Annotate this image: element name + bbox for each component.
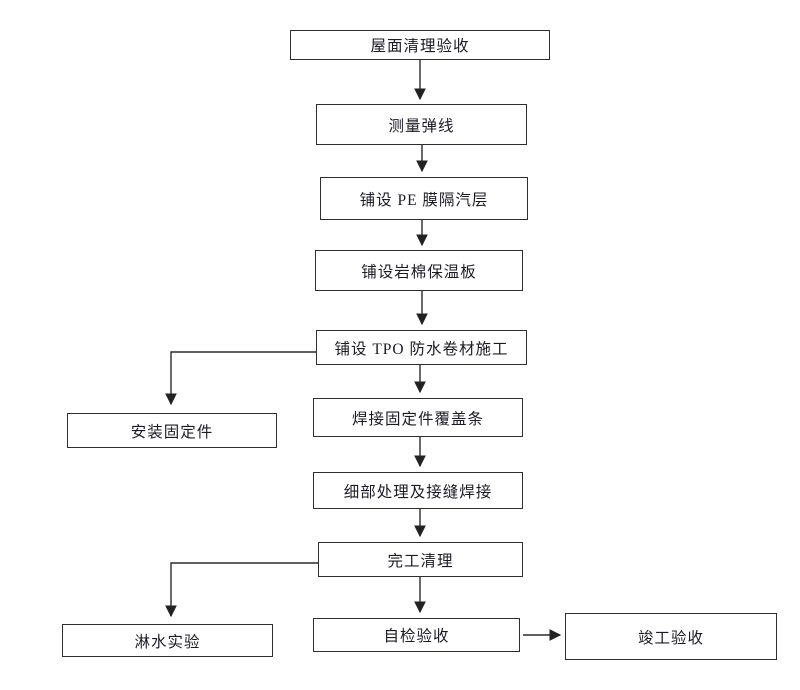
flow-node-self-inspection: 自检验收	[313, 618, 520, 652]
edge-n5-n10	[165, 351, 316, 406]
flow-node-pe-vapor-barrier: 铺设 PE 膜隔汽层	[320, 177, 528, 220]
flow-node-weld-cover-strip: 焊接固定件覆盖条	[313, 398, 523, 437]
flow-node-roof-clean-acceptance: 屋面清理验收	[290, 30, 550, 60]
flow-node-detail-seam-welding: 细部处理及接缝焊接	[313, 472, 523, 509]
flow-node-completion-acceptance: 竣工验收	[565, 613, 777, 660]
flow-node-measure-snap-line: 测量弹线	[316, 104, 527, 145]
edge-n8-n11	[165, 562, 318, 618]
flow-node-tpo-membrane: 铺设 TPO 防水卷材施工	[316, 330, 527, 365]
flow-node-rockwool-insulation: 铺设岩棉保温板	[315, 250, 523, 291]
flow-node-water-spray-test: 淋水实验	[62, 624, 273, 657]
flow-node-completion-cleanup: 完工清理	[318, 542, 523, 577]
flow-node-install-fasteners: 安装固定件	[67, 413, 277, 448]
